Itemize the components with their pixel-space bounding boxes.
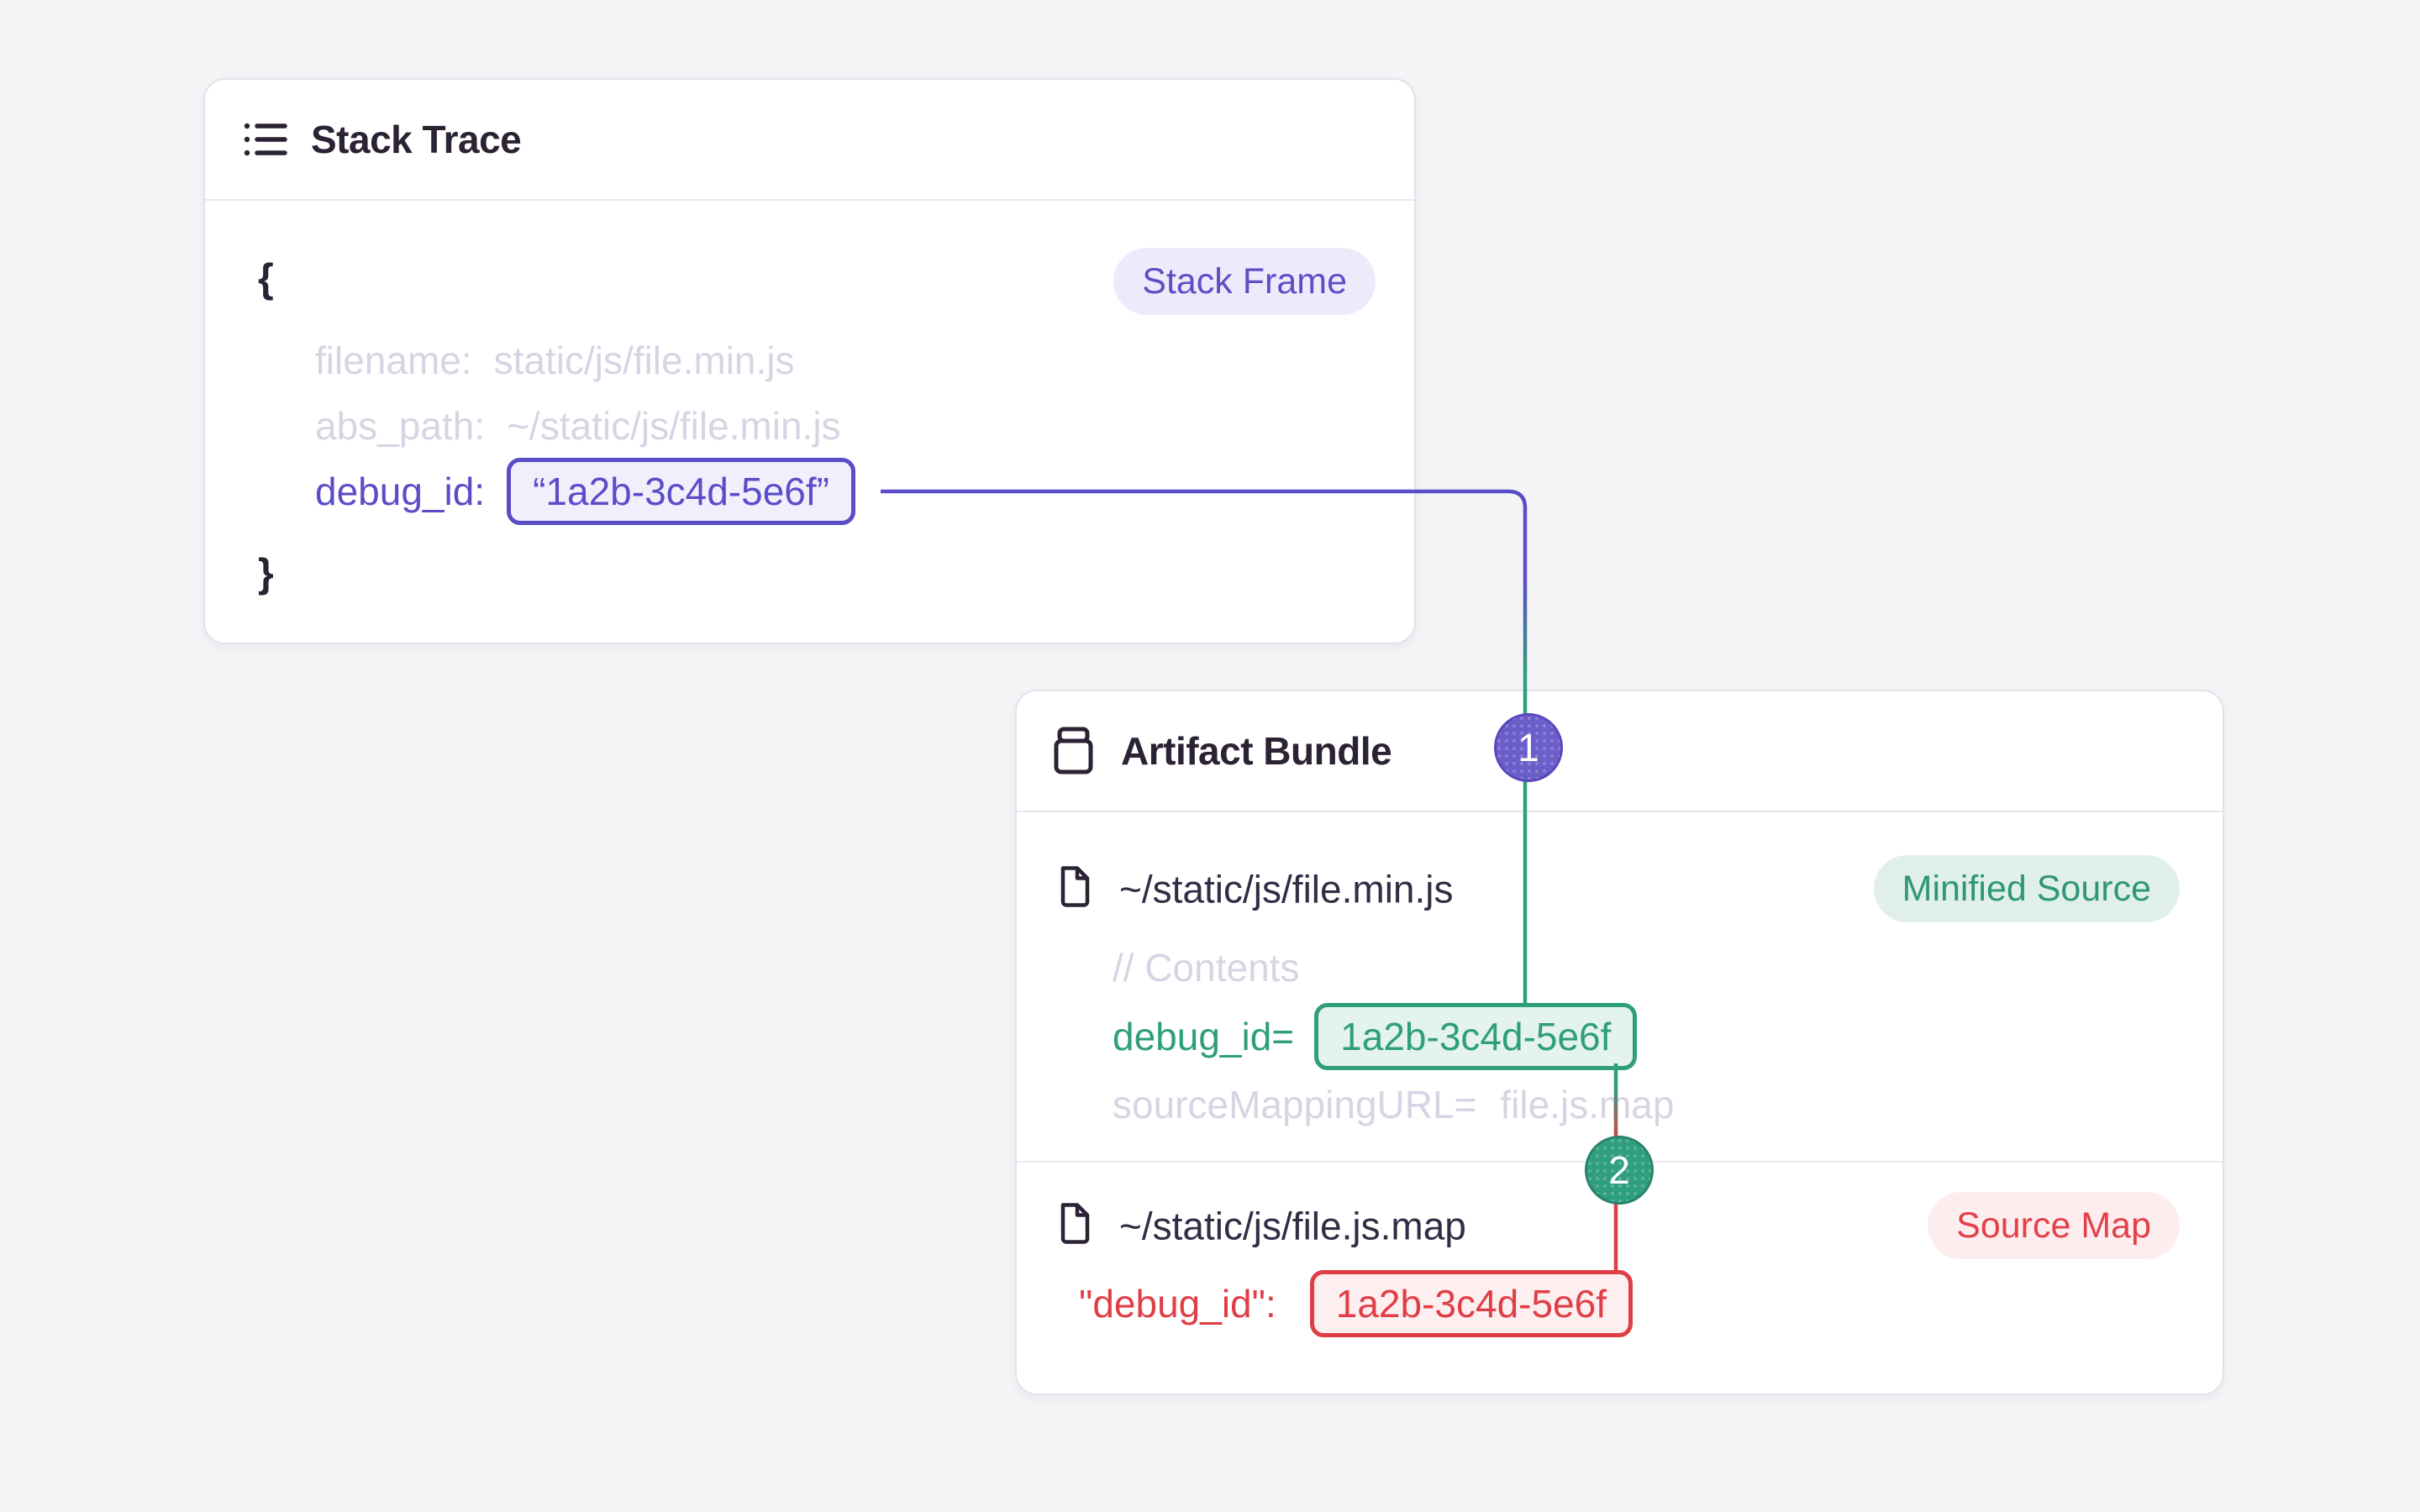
- list-icon: [244, 120, 287, 159]
- file-icon: [1059, 1203, 1091, 1249]
- bundle-debug-id-label: debug_id=: [1113, 1015, 1295, 1058]
- abs-path-row: abs_path: ~/static/js/file.min.js: [315, 403, 841, 449]
- archive-icon: [1054, 727, 1097, 775]
- debug-id-chip: “1a2b-3c4d-5e6f”: [507, 458, 855, 525]
- artifact-bundle-title: Artifact Bundle: [1121, 729, 1392, 773]
- minified-file-row: ~/static/js/file.min.js: [1059, 866, 1454, 912]
- filename-row: filename: static/js/file.min.js: [315, 338, 795, 383]
- map-debug-id-chip: 1a2b-3c4d-5e6f: [1309, 1270, 1633, 1337]
- minified-file-name: ~/static/js/file.min.js: [1119, 867, 1454, 911]
- bundle-debug-id-row: debug_id= 1a2b-3c4d-5e6f: [1113, 1003, 1638, 1070]
- debug-id-label: debug_id:: [315, 470, 486, 513]
- source-mapping-value: file.js.map: [1500, 1083, 1675, 1126]
- abs-path-value: ~/static/js/file.min.js: [507, 404, 841, 448]
- artifact-bundle-header: Artifact Bundle: [1017, 691, 2223, 812]
- artifact-bundle-card: Artifact Bundle ~/static/js/file.min.js …: [1015, 690, 2224, 1395]
- stack-trace-title: Stack Trace: [311, 118, 522, 161]
- map-debug-id-label: "debug_id":: [1079, 1282, 1276, 1326]
- bundle-debug-id-chip: 1a2b-3c4d-5e6f: [1314, 1003, 1638, 1070]
- stack-trace-card: Stack Trace Stack Frame { filename: stat…: [203, 78, 1416, 644]
- filename-label: filename:: [315, 339, 472, 382]
- source-mapping-label: sourceMappingURL=: [1113, 1083, 1477, 1126]
- source-map-badge: Source Map: [1928, 1192, 2180, 1259]
- abs-path-label: abs_path:: [315, 404, 486, 448]
- step-1-badge: 1: [1494, 713, 1563, 782]
- minified-source-badge: Minified Source: [1873, 855, 2180, 922]
- contents-comment: // Contents: [1113, 946, 1300, 990]
- open-brace: {: [258, 256, 274, 302]
- stack-frame-badge: Stack Frame: [1113, 248, 1376, 315]
- file-icon: [1059, 866, 1091, 912]
- source-map-file-name: ~/static/js/file.js.map: [1119, 1204, 1466, 1247]
- step-2-badge: 2: [1585, 1136, 1654, 1205]
- source-mapping-row: sourceMappingURL= file.js.map: [1113, 1082, 1674, 1127]
- stack-trace-header: Stack Trace: [205, 80, 1414, 201]
- close-brace: }: [258, 551, 274, 596]
- debug-id-row: debug_id: “1a2b-3c4d-5e6f”: [315, 458, 855, 525]
- source-map-file-row: ~/static/js/file.js.map: [1059, 1203, 1466, 1249]
- filename-value: static/js/file.min.js: [493, 339, 795, 382]
- map-debug-id-row: "debug_id": 1a2b-3c4d-5e6f: [1079, 1270, 1633, 1337]
